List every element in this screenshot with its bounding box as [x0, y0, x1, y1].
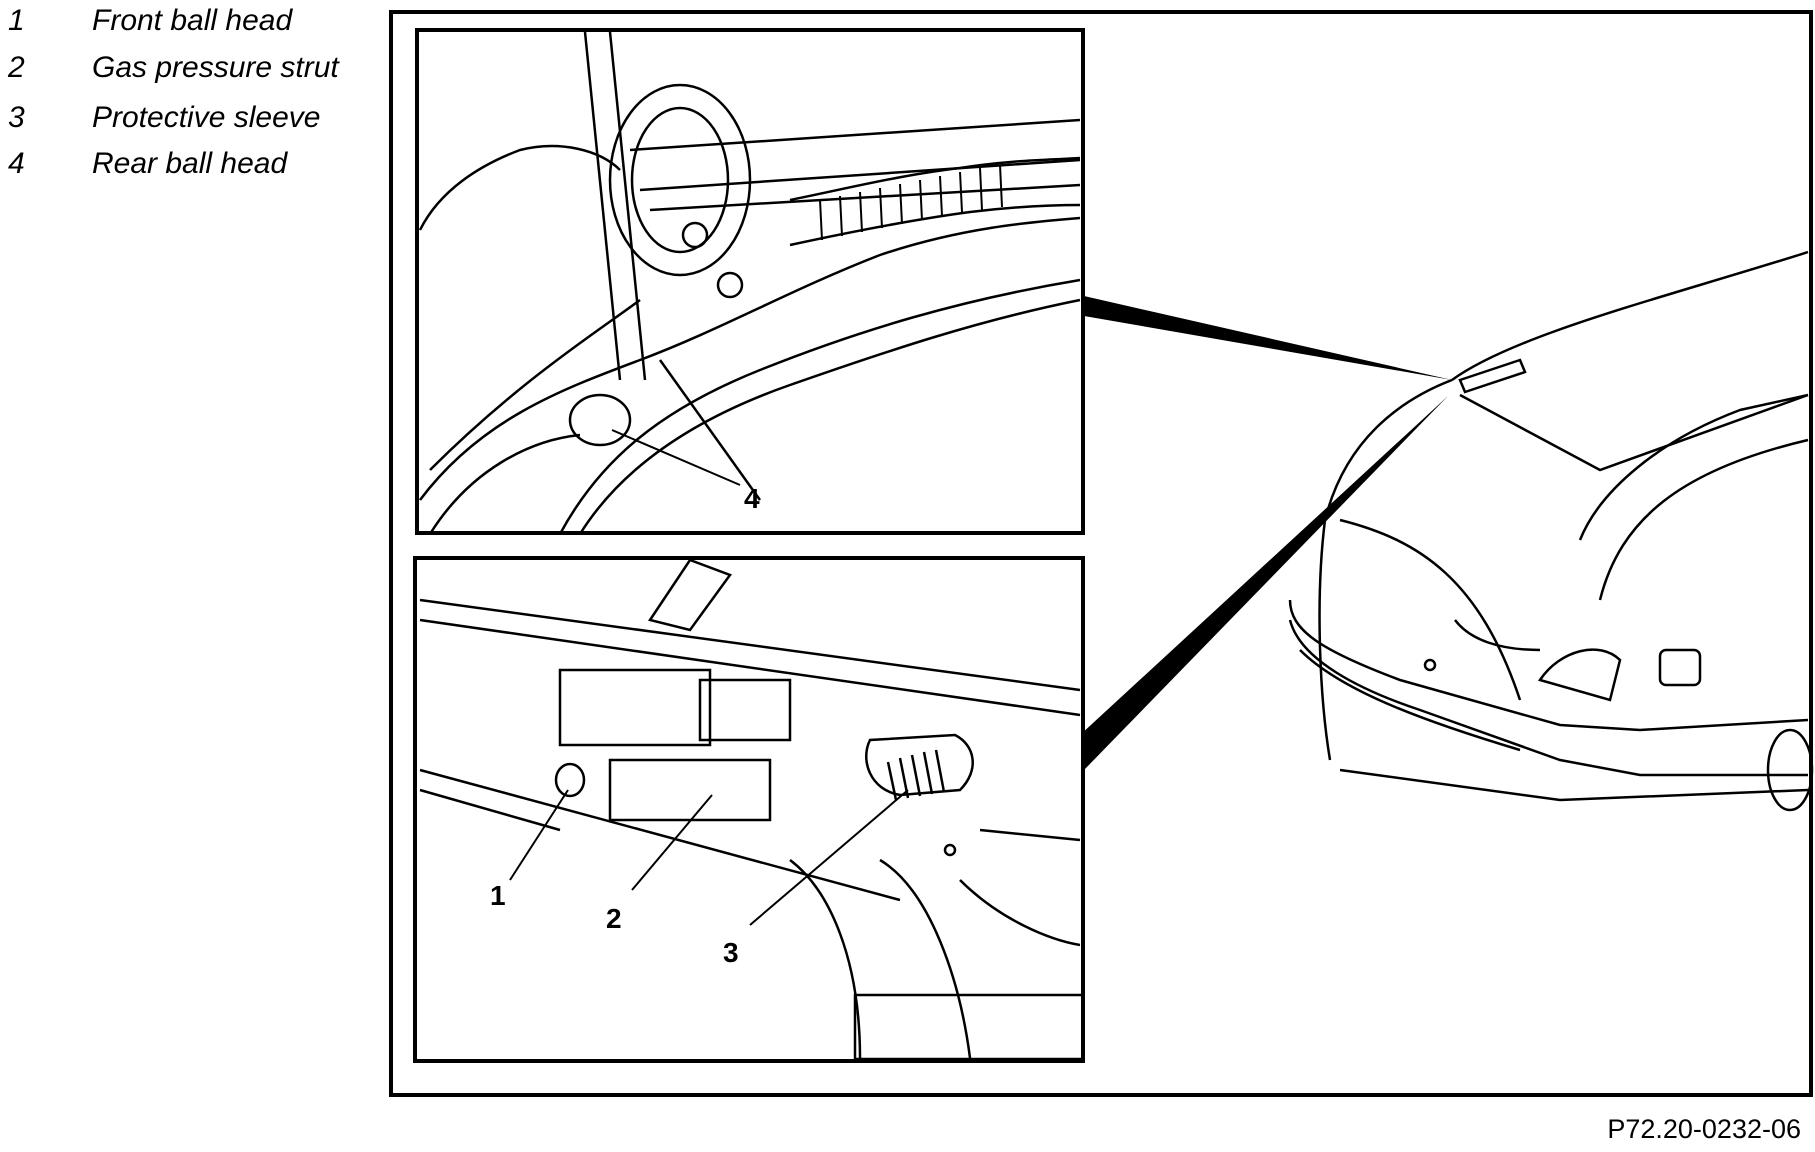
legend-number: 2 [8, 51, 25, 84]
outer-frame [389, 10, 1813, 1097]
lower-inset-detail: 1 2 3 [413, 556, 1085, 1063]
legend: 1 Front ball head 2 Gas pressure strut 3… [0, 0, 390, 190]
legend-number: 1 [8, 4, 25, 37]
callout-2: 2 [606, 903, 622, 934]
callout-3: 3 [723, 937, 739, 968]
callout-4: 4 [744, 483, 760, 514]
figure-reference-code: P72.20-0232-06 [1607, 1114, 1801, 1144]
callout-1: 1 [490, 880, 506, 911]
vehicle-rear-view [1288, 250, 1814, 812]
legend-label: Rear ball head [92, 147, 288, 180]
zoom-leaders [1080, 296, 1452, 770]
legend-label: Gas pressure strut [92, 51, 339, 84]
legend-number: 4 [8, 147, 25, 180]
legend-number: 3 [8, 101, 25, 134]
upper-inset-detail: 4 [415, 28, 1085, 535]
legend-label: Front ball head [92, 4, 293, 37]
legend-label: Protective sleeve [92, 101, 321, 134]
